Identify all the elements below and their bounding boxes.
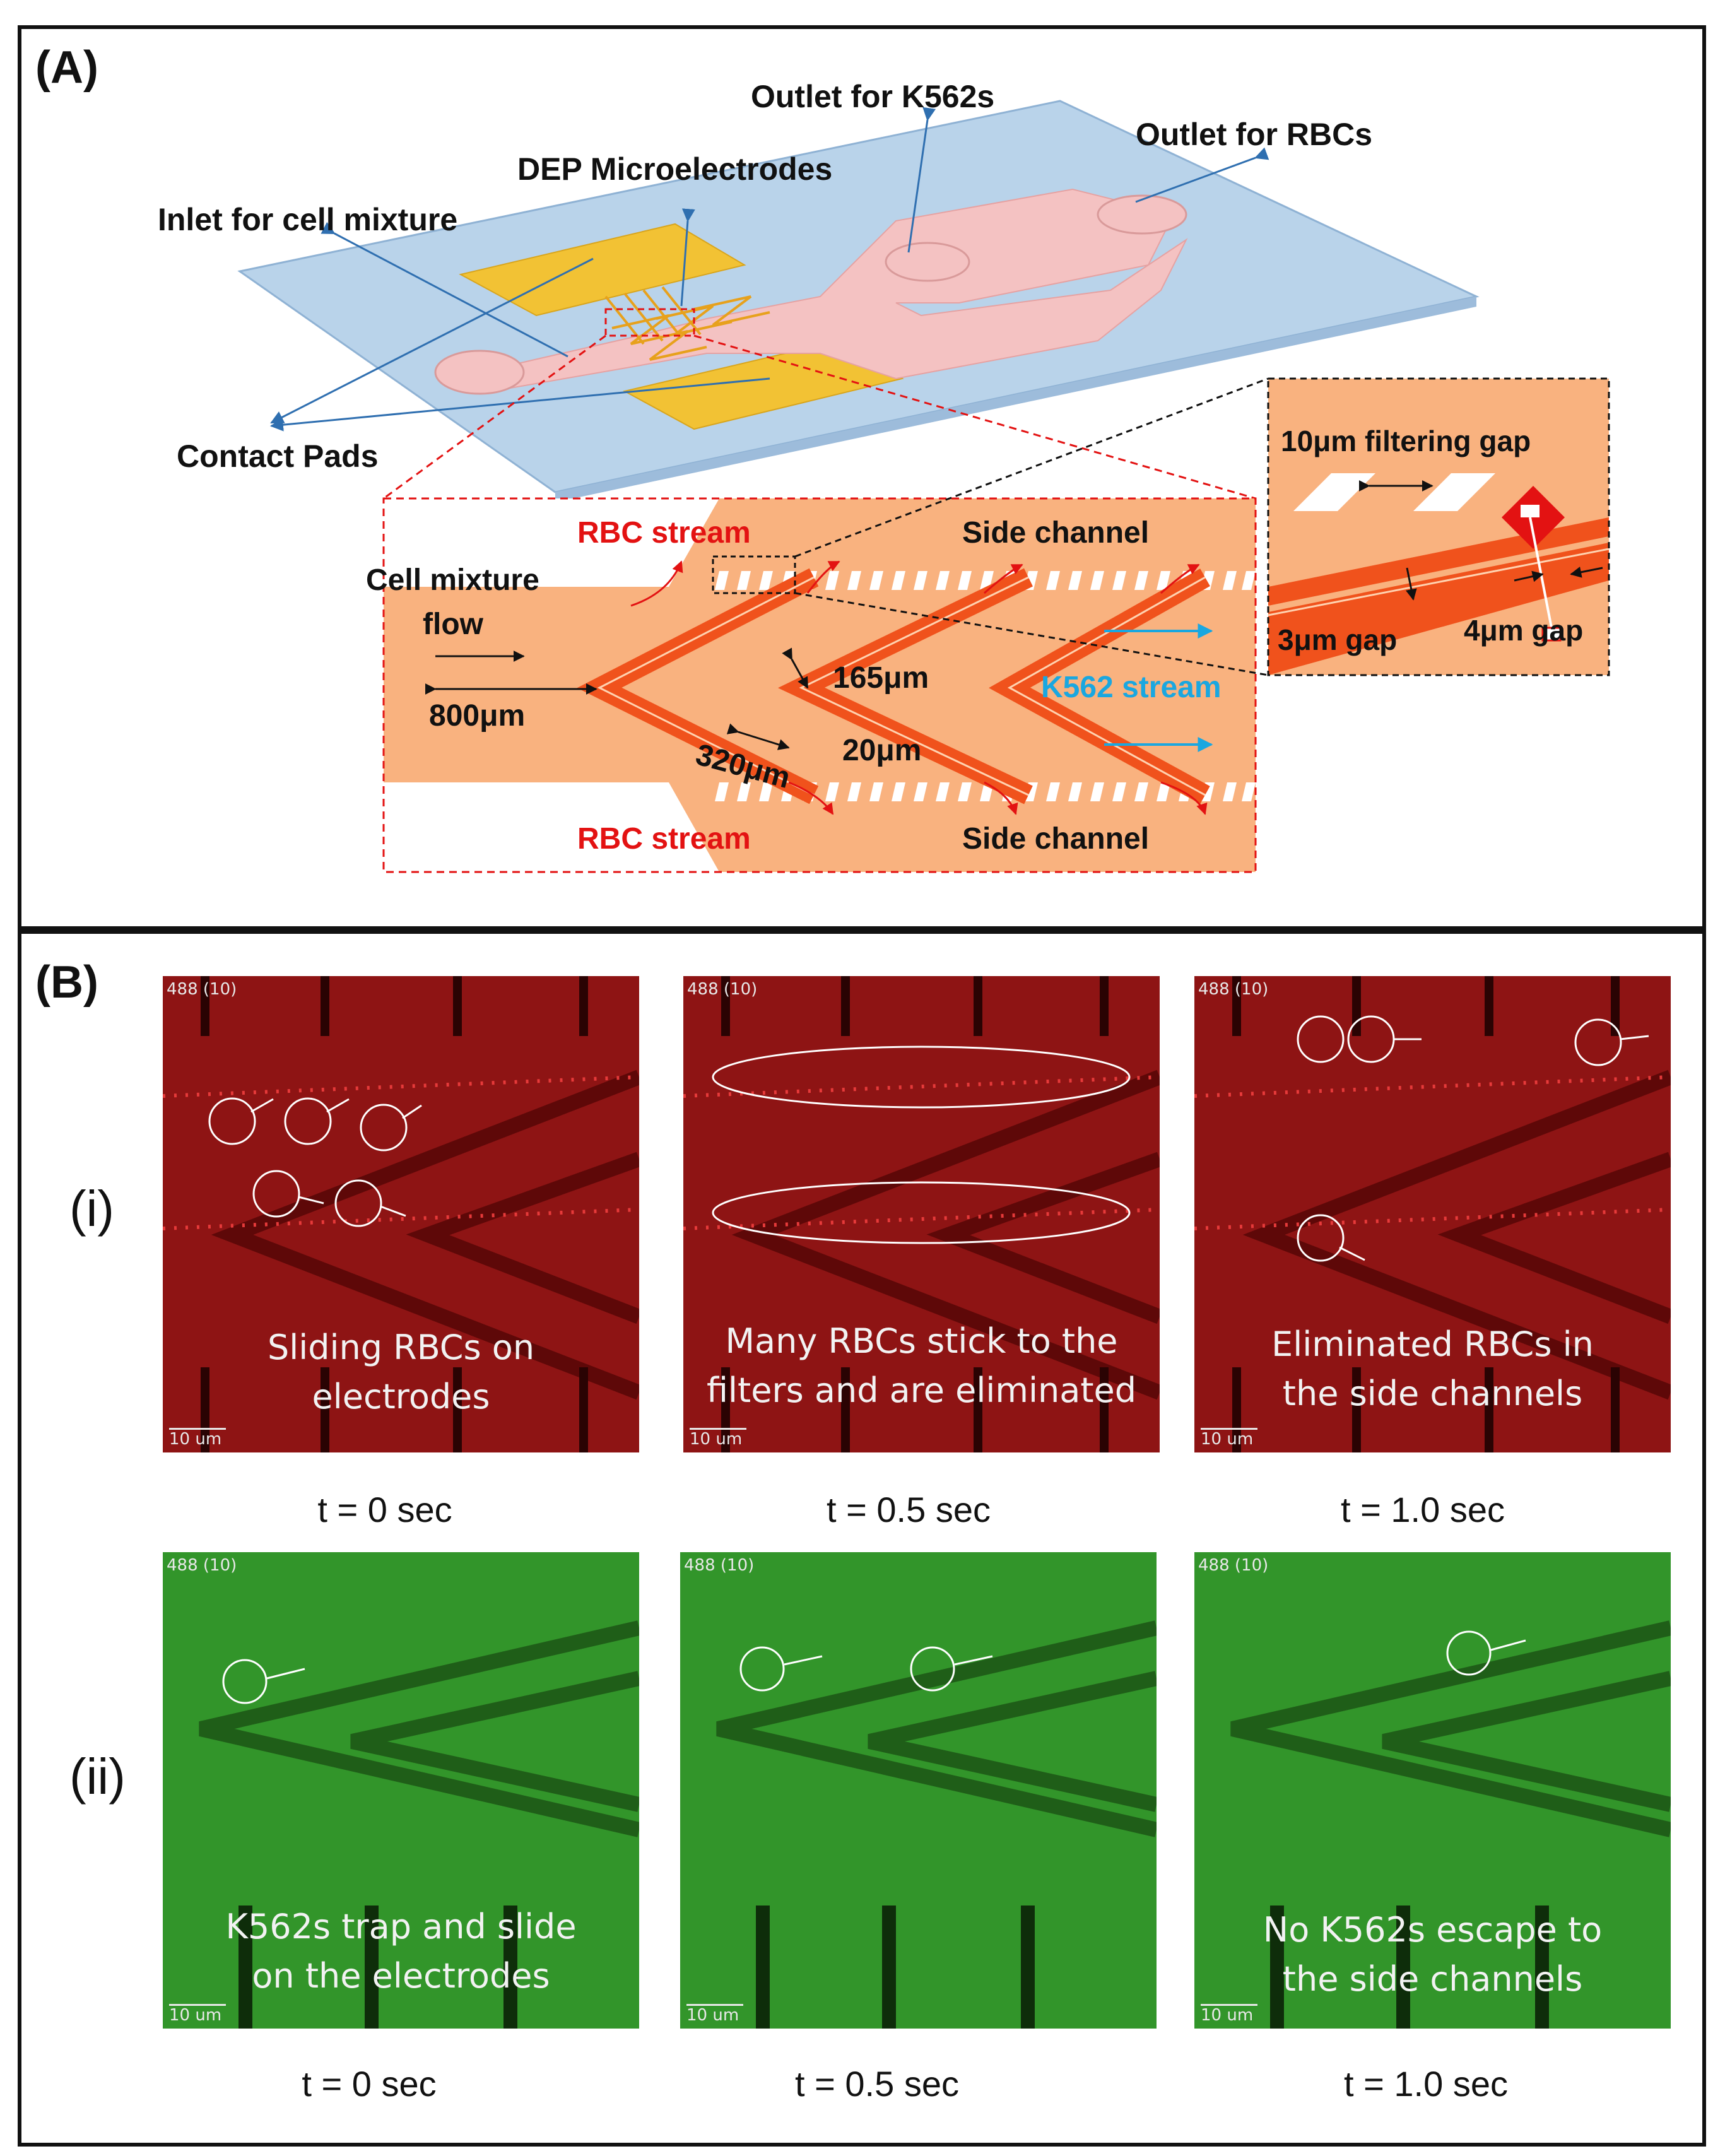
cell-circles [1297,1015,1649,1262]
green-0s-art [163,1552,639,2029]
filter-gap-inset: 10μm filtering gap 3μm gap 4μm gap [1267,377,1610,676]
caption-line1: Sliding RBCs on [267,1328,535,1367]
zoom-dim-20: 20μm [842,734,921,767]
channel-tag: 488 (10) [167,1556,237,1575]
time-label-green-0: t = 0 sec [302,2064,437,2104]
channel-tag: 488 (10) [687,980,758,999]
inset-filter-gap: 10μm filtering gap [1281,425,1531,457]
scale-bar [690,1428,746,1430]
outlet-rbc-port [1097,194,1187,235]
red-0s-art [163,976,639,1452]
label-outlet-rbc: Outlet for RBCs [1136,117,1372,152]
inset-gap-3: 3μm gap [1278,623,1397,656]
zoom-rbc-stream-top: RBC stream [577,516,751,550]
zoom-dim-800: 800μm [429,699,525,733]
zoom-cell-mixture: Cell mixture [366,563,539,597]
red-05s-art [683,976,1160,1452]
zoom-dim-165: 165μm [833,661,929,695]
caption-line1: Eliminated RBCs in [1271,1324,1594,1364]
filters-top [715,571,1256,590]
label-inlet: Inlet for cell mixture [158,202,457,237]
microchannel [478,188,1188,392]
panel-b-label: (B) [35,957,98,1008]
caption-line1: No K562s escape to [1263,1910,1603,1950]
caption-line2: electrodes [312,1377,490,1417]
time-label-green-2: t = 1.0 sec [1344,2064,1508,2104]
channel-tag: 488 (10) [1198,1556,1269,1575]
zoom-k562-stream: K562 stream [1041,671,1222,704]
time-label-green-1: t = 0.5 sec [795,2064,959,2104]
zoom-rbc-stream-bottom: RBC stream [577,822,751,856]
cell-circles [1446,1630,1526,1676]
cell-circles [208,1097,422,1227]
scale-label: 10 um [1201,2006,1254,2025]
zoom-side-channel-bottom: Side channel [962,822,1149,856]
green-05s-art [680,1552,1157,2029]
label-contact-pads: Contact Pads [177,439,379,474]
filter-ellipses [712,1046,1131,1244]
red-1s-art [1194,976,1671,1452]
scale-bar [169,1428,226,1430]
label-outlet-k562: Outlet for K562s [751,79,994,114]
scale-label: 10 um [690,1430,743,1449]
row-label-i: (i) [69,1181,115,1237]
zoom-side-channel-top: Side channel [962,516,1149,550]
caption-line2: filters and are eliminated [707,1370,1136,1410]
scale-label: 10 um [1201,1430,1254,1449]
cell-circles [739,1646,993,1692]
micrograph-green-0s: 488 (10) K562s trap and slide on the ele… [163,1552,639,2029]
caption-line1: Many RBCs stick to the [725,1321,1118,1361]
channel-tag: 488 (10) [1198,980,1269,999]
outlet-k562-port [885,242,970,282]
zoom-flow: flow [423,608,484,641]
row-label-ii: (ii) [69,1748,126,1805]
time-label-red-0: t = 0 sec [317,1490,452,1529]
micrograph-green-1s: 488 (10) No K562s escape to the side cha… [1194,1552,1671,2029]
caption-line2: the side channels [1282,1374,1583,1413]
scale-bar [169,2004,226,2006]
micrograph-red-1s: 488 (10) Eliminated RBCs in the side cha… [1194,976,1671,1452]
scale-label: 10 um [686,2006,739,2025]
device-schematic: Outlet for K562s Outlet for RBCs DEP Mic… [158,79,1610,873]
green-1s-art [1194,1552,1671,2029]
label-dep-electrodes: DEP Microelectrodes [517,151,832,187]
scale-bar [1201,1428,1257,1430]
cell-circles [222,1659,305,1704]
caption-line2: the side channels [1282,1959,1583,1999]
time-label-red-2: t = 1.0 sec [1341,1490,1505,1529]
time-label-red-1: t = 0.5 sec [827,1490,991,1529]
contact-pad-top [459,223,746,317]
panel-a-label: (A) [35,42,98,93]
scale-label: 10 um [169,1430,222,1449]
scale-bar [1201,2004,1257,2006]
electrode-zoom-view: RBC stream Side channel Cell mixture flo… [366,497,1257,873]
caption-line1: K562s trap and slide [225,1907,577,1947]
caption-line2: on the electrodes [252,1956,550,1996]
zoom-source-box [604,308,695,337]
scale-label: 10 um [169,2006,222,2025]
channel-tag: 488 (10) [684,1556,755,1575]
scale-bar [686,2004,743,2006]
inlet-port [434,350,525,395]
inset-gap-4: 4μm gap [1464,614,1583,647]
micrograph-green-05s: 488 (10) 10 um [680,1552,1157,2029]
micrograph-red-0s: 488 (10) Sliding RBCs on electrodes 10 u… [163,976,639,1452]
channel-tag: 488 (10) [167,980,237,999]
micrograph-red-05s: 488 (10) Many RBCs stick to the filters … [683,976,1160,1452]
